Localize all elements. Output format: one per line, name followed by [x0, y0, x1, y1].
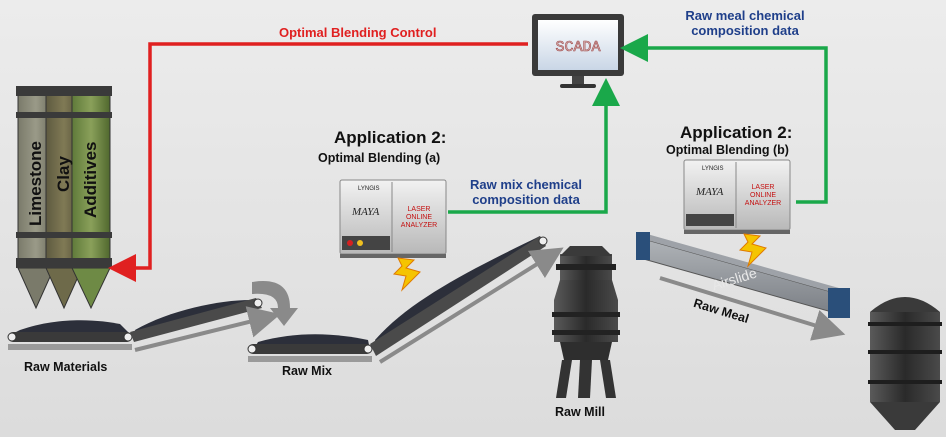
raw-meal-data-label: Raw meal chemical composition data [685, 8, 805, 38]
raw-materials-label: Raw Materials [24, 360, 108, 374]
scada-text: SCADA [555, 39, 600, 56]
raw-mix-data-label: Raw mix chemical composition data [470, 177, 582, 207]
app-a-title: Application 2: [334, 128, 447, 147]
mill-icon [552, 246, 620, 398]
conveyor-belt-icon [247, 236, 564, 364]
optimal-blending-control-label: Optimal Blending Control [279, 25, 437, 40]
silo-label-limestone: Limestone [26, 140, 45, 226]
app-b-subtitle: Optimal Blending (b) [666, 143, 789, 157]
analyzer-icon [683, 159, 791, 234]
analyzer-b-type: LASER ONLINE ANALYZER [744, 184, 782, 207]
lightning-icon [738, 233, 767, 268]
app-a-subtitle: Optimal Blending (a) [318, 151, 441, 165]
analyzer-b-model: MAYA [696, 186, 724, 198]
lightning-icon [392, 257, 421, 292]
silo-label-clay: Clay [54, 156, 73, 192]
analyzer-a-brand: LYNGIS [358, 186, 380, 192]
curved-arrow-icon [252, 281, 298, 326]
silo-label-additives: Additives [81, 141, 100, 218]
airslide-icon [636, 232, 850, 341]
silo-icon [16, 86, 112, 310]
analyzer-a-type: LASER ONLINE ANALYZER [400, 206, 438, 229]
raw-mix-label: Raw Mix [282, 364, 333, 378]
raw-mill-label: Raw Mill [555, 405, 606, 419]
analyzer-b-brand: LYNGIS [702, 166, 724, 172]
analyzer-icon [339, 179, 447, 258]
conveyor-belt-icon [7, 298, 281, 352]
analyzer-a-model: MAYA [352, 206, 380, 218]
raw-meal-data-arrow [620, 34, 828, 204]
app-b-title: Application 2: [680, 123, 793, 142]
silo-icon [868, 297, 942, 430]
raw-mix-data-arrow [448, 78, 620, 214]
monitor-icon [532, 14, 624, 88]
control-arrow [108, 42, 528, 282]
